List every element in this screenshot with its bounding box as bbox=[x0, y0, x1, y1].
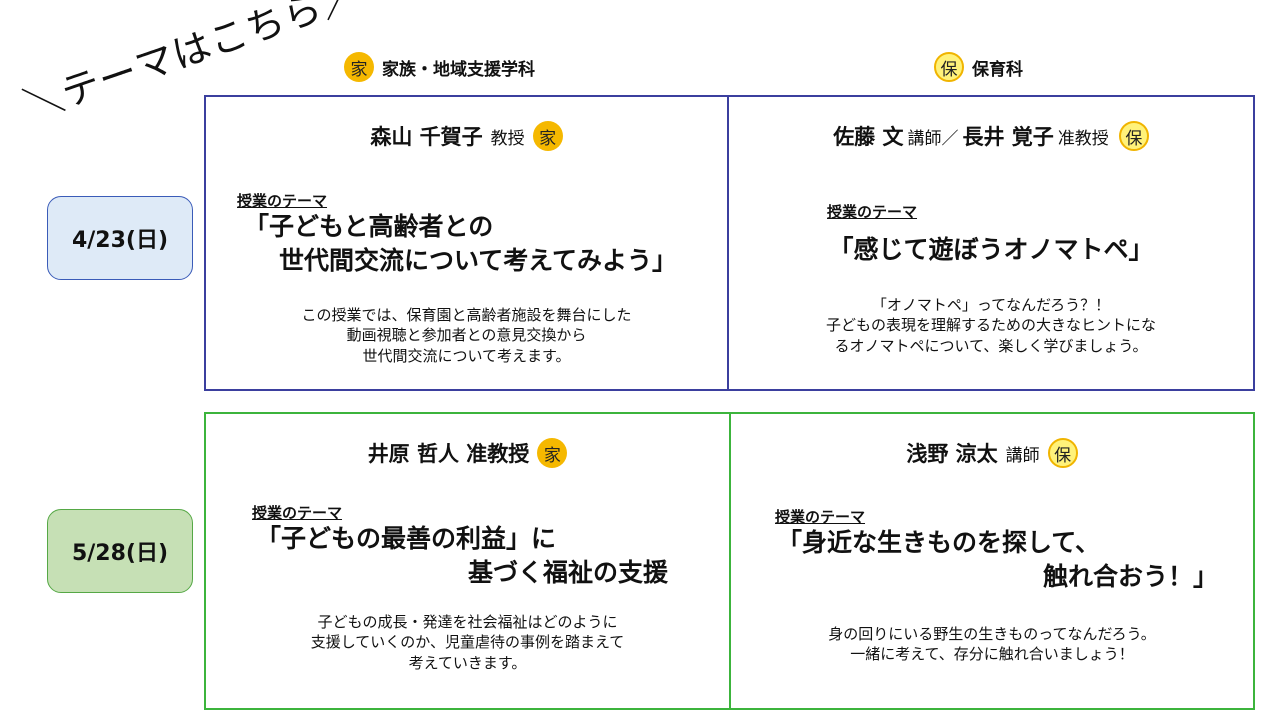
theme-label: 授業のテーマ bbox=[827, 203, 918, 221]
theme-line-1: 「子どもと高齢者との bbox=[244, 212, 494, 241]
desc-line-1: 身の回りにいる野生の生きものってなんだろう。 bbox=[828, 625, 1156, 643]
desc-line-2: 動画視聴と参加者との意見交換から bbox=[346, 326, 587, 345]
dept-name-family: 家族・地域支援学科 bbox=[382, 59, 535, 80]
lecture-description: 身の回りにいる野生の生きものってなんだろう。 一緒に考えて、存分に触れ合いましょ… bbox=[731, 624, 1253, 665]
desc-line-1: この授業では、保育園と高齢者施設を舞台にした bbox=[301, 306, 632, 324]
childcare-badge-icon: 保 bbox=[1047, 438, 1078, 468]
lecture-card-asano: 浅野 涼太 講師 保 授業のテーマ 「身近な生きものを探して、 触れ合おう！」 … bbox=[729, 412, 1255, 710]
lecture-description: 「オノマトペ」ってなんだろう？！ 子どもの表現を理解するための大きなヒントにな … bbox=[729, 295, 1253, 356]
desc-line-3: るオノマトペについて、楽しく学びましょう。 bbox=[834, 336, 1148, 355]
date-pill-2: 5/28(日) bbox=[47, 509, 193, 593]
childcare-badge-icon: 保 bbox=[934, 52, 964, 82]
lecturer-name-text: 浅野 涼太 bbox=[906, 442, 998, 466]
lecturer-title: 教授 bbox=[490, 128, 525, 149]
dept-name-childcare: 保育科 bbox=[972, 59, 1023, 80]
lecture-description: この授業では、保育園と高齢者施設を舞台にした 動画視聴と参加者との意見交換から … bbox=[206, 305, 727, 366]
desc-line-3: 考えていきます。 bbox=[408, 653, 527, 672]
theme-label: 授業のテーマ bbox=[237, 192, 328, 210]
dept-header-family: 家 家族・地域支援学科 bbox=[344, 52, 535, 82]
lecturer-title: 講師 bbox=[1005, 445, 1040, 466]
desc-line-2: 一緒に考えて、存分に触れ合いましょう！ bbox=[850, 645, 1134, 664]
theme-label: 授業のテーマ bbox=[252, 504, 343, 522]
lecturer-name: 浅野 涼太 講師 保 bbox=[731, 438, 1253, 468]
lecturer-name-text: 森山 千賀子 bbox=[370, 125, 483, 149]
lecturer-name-text: 井原 哲人 准教授 bbox=[367, 442, 530, 466]
lecture-description: 子どもの成長・発達を社会福祉はどのように 支援していくのか、児童虐待の事例を踏ま… bbox=[206, 612, 729, 673]
lecturer-title-2: 准教授 bbox=[1057, 128, 1109, 149]
desc-line-3: 世代間交流について考えます。 bbox=[362, 346, 571, 365]
lecturer-name: 森山 千賀子 教授 家 bbox=[206, 121, 727, 151]
theme-line-2: 触れ合おう！」 bbox=[1043, 562, 1219, 591]
lecture-card-moriyama: 森山 千賀子 教授 家 授業のテーマ 「子どもと高齢者との 世代間交流について考… bbox=[204, 95, 729, 391]
desc-line-2: 子どもの表現を理解するための大きなヒントにな bbox=[825, 316, 1156, 335]
lecturer-name-text-2: 長井 覚子 bbox=[962, 125, 1054, 149]
theme-line-2: 世代間交流について考えてみよう」 bbox=[279, 246, 678, 275]
lecturer-name-text-1: 佐藤 文 bbox=[833, 125, 904, 149]
lecturer-name: 井原 哲人 准教授 家 bbox=[206, 438, 729, 468]
desc-line-1: 「オノマトペ」ってなんだろう？！ bbox=[871, 296, 1111, 314]
date-pill-1: 4/23(日) bbox=[47, 196, 193, 280]
family-badge-icon: 家 bbox=[537, 438, 568, 468]
lecture-card-sato-nagai: 佐藤 文 講師／ 長井 覚子 准教授 保 授業のテーマ 「感じて遊ぼうオノマトペ… bbox=[727, 95, 1255, 391]
desc-line-2: 支援していくのか、児童虐待の事例を踏まえて bbox=[310, 633, 625, 652]
family-badge-icon: 家 bbox=[532, 121, 563, 151]
theme-line-1: 「感じて遊ぼうオノマトペ」 bbox=[828, 235, 1154, 264]
dept-header-childcare: 保 保育科 bbox=[934, 52, 1023, 82]
lecturer-name: 佐藤 文 講師／ 長井 覚子 准教授 保 bbox=[729, 121, 1253, 151]
theme-line-2: 基づく福祉の支援 bbox=[468, 558, 669, 587]
family-badge-icon: 家 bbox=[344, 52, 374, 82]
lecture-card-ihara: 井原 哲人 准教授 家 授業のテーマ 「子どもの最善の利益」に 基づく福祉の支援… bbox=[204, 412, 731, 710]
theme-line-1: 「身近な生きものを探して、 bbox=[777, 528, 1101, 557]
theme-line-1: 「子どもの最善の利益」に bbox=[256, 524, 557, 553]
theme-label: 授業のテーマ bbox=[775, 508, 866, 526]
lecturer-title-1: 講師／ bbox=[907, 128, 959, 149]
desc-line-1: 子どもの成長・発達を社会福祉はどのように bbox=[317, 613, 618, 631]
childcare-badge-icon: 保 bbox=[1118, 121, 1149, 151]
